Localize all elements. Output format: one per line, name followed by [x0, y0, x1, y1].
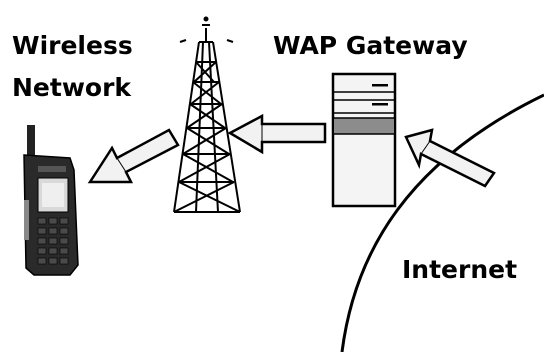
wap-gateway-label: WAP Gateway	[273, 31, 468, 60]
internet-boundary-curve	[340, 93, 544, 352]
arrow-tower-to-phone	[87, 128, 180, 184]
arrow-gateway-to-tower	[227, 113, 327, 155]
arrow-internet-to-gateway	[404, 128, 496, 188]
wireless-network-label-line1: Wireless	[12, 31, 133, 60]
internet-label: Internet	[402, 255, 518, 284]
mobile-phone-icon	[23, 125, 79, 276]
server-icon	[331, 72, 397, 208]
wireless-network-label-line2: Network	[12, 73, 132, 102]
radio-tower-icon	[173, 16, 241, 213]
